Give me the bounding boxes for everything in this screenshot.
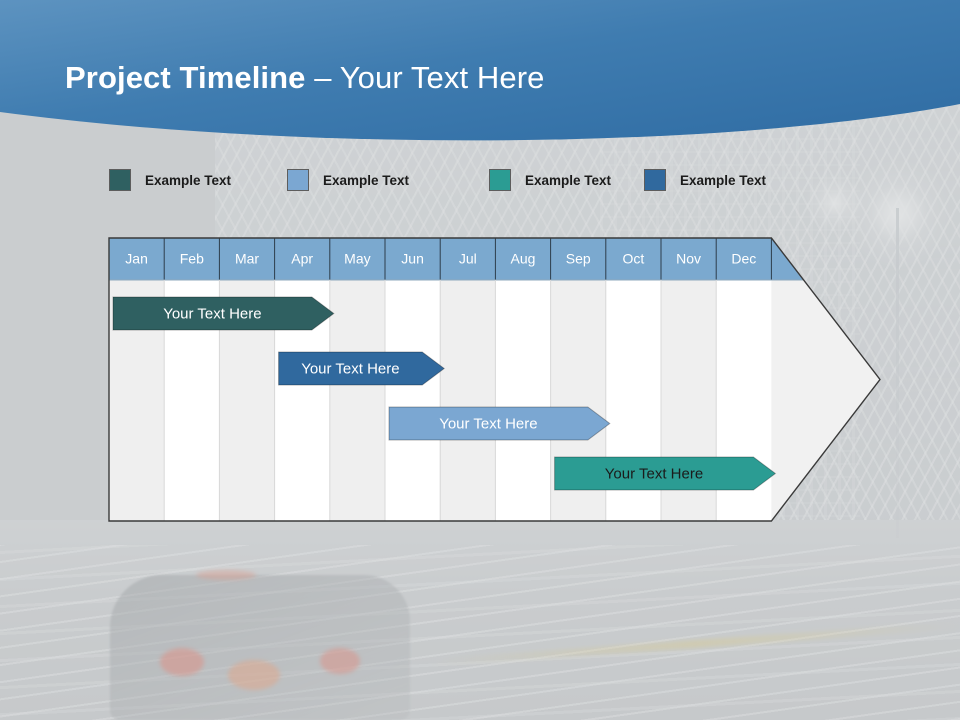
timeline-month-header: Jan Feb Mar Apr May Jun Jul Aug Sep Oct Nov Dec xyxy=(109,238,880,281)
svg-text:Aug: Aug xyxy=(511,251,536,267)
svg-text:Dec: Dec xyxy=(731,251,756,267)
svg-text:Jan: Jan xyxy=(125,251,148,267)
timeline-outline xyxy=(108,237,881,522)
legend-swatch-icon xyxy=(109,169,131,191)
page-title-bold: Project Timeline xyxy=(65,60,306,95)
legend-item-label: Example Text xyxy=(323,172,410,188)
svg-text:Nov: Nov xyxy=(676,251,701,267)
svg-text:Feb: Feb xyxy=(180,251,204,267)
svg-text:Sep: Sep xyxy=(566,251,591,267)
timeline-bar[interactable] xyxy=(554,456,777,491)
timeline-column-stripes xyxy=(109,280,880,521)
legend-item-label: Example Text xyxy=(145,172,232,188)
legend-item-1[interactable]: Example Text xyxy=(109,166,231,194)
legend-swatch-icon xyxy=(644,169,666,191)
svg-text:Jun: Jun xyxy=(401,251,424,267)
header-shape xyxy=(0,0,960,141)
svg-text:Jul: Jul xyxy=(459,251,477,267)
legend-item-label: Example Text xyxy=(525,172,612,188)
legend-item-3[interactable]: Example Text xyxy=(489,166,611,194)
legend-item-label: Example Text xyxy=(680,172,767,188)
svg-text:Mar: Mar xyxy=(235,251,259,267)
svg-text:Oct: Oct xyxy=(623,251,645,267)
page-title: Project Timeline – Your Text Here xyxy=(65,60,544,96)
legend: Example Text Example Text Example Text E… xyxy=(109,166,809,196)
timeline-bar[interactable] xyxy=(388,406,611,441)
page-title-separator: – xyxy=(305,60,340,95)
svg-text:May: May xyxy=(344,251,370,267)
timeline-bar[interactable] xyxy=(112,296,335,331)
timeline-bar[interactable] xyxy=(278,351,446,386)
timeline-bar-label: Your Text Here xyxy=(439,415,537,432)
legend-item-4[interactable]: Example Text xyxy=(644,166,766,194)
timeline-bar-label: Your Text Here xyxy=(605,465,703,482)
legend-swatch-icon xyxy=(489,169,511,191)
timeline-chart: Jan Feb Mar Apr May Jun Jul Aug Sep Oct Nov Dec You… xyxy=(108,237,884,526)
page-title-light: Your Text Here xyxy=(339,60,545,95)
legend-swatch-icon xyxy=(287,169,309,191)
timeline-bar-label: Your Text Here xyxy=(163,305,261,322)
header-band xyxy=(0,0,960,145)
timeline-bar-label: Your Text Here xyxy=(301,360,399,377)
legend-item-2[interactable]: Example Text xyxy=(287,166,409,194)
svg-text:Apr: Apr xyxy=(291,251,313,267)
